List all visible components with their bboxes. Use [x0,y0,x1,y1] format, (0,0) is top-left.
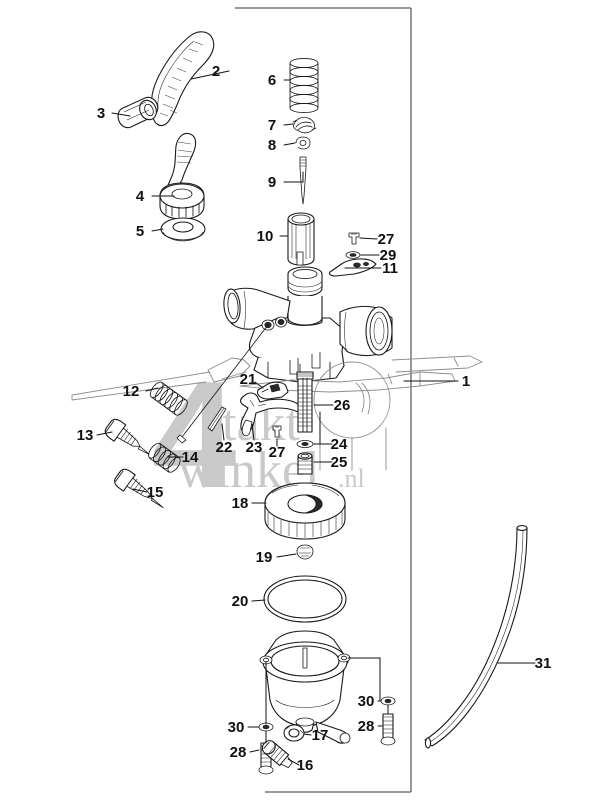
callout-number-2: 2 [212,63,220,80]
callout-number-28a: 28 [230,744,247,761]
part-19-float-valve-plug [296,544,314,560]
callout-number-31: 31 [535,655,552,672]
callout-number-12: 12 [123,383,140,400]
part-26-main-jet [296,371,314,433]
part-22-float-pivot-pin [207,406,227,432]
callout-number-10: 10 [257,228,274,245]
callout-number-26: 26 [334,397,351,414]
part-16-drain-screw [261,740,293,768]
callout-number-27a: 27 [378,231,395,248]
part-4-throttle-lever-knob [159,132,205,220]
part-18-float-ring [264,482,346,540]
part-11-cable-retainer-plate [328,258,377,277]
part-14-idle-screw-spring [148,442,181,473]
svg-text:4: 4 [152,350,237,520]
part-30b-washer-right [380,696,396,706]
part-30a-washer-left [258,722,274,732]
callout-number-25: 25 [331,454,348,471]
part-15-throttle-stop-screw [114,468,164,509]
callout-number-13: 13 [77,427,94,444]
part-17-drain-screw-gasket [283,724,305,742]
callout-number-27b: 27 [269,444,286,461]
part-27-retainer-screw [348,232,360,245]
callout-number-23: 23 [246,439,263,456]
callout-number-16: 16 [297,757,314,774]
float-bowl-body [259,630,351,744]
callout-number-18: 18 [232,495,249,512]
part-5-washer-ring [160,217,206,242]
part-1-carburetor-body [71,287,483,471]
part-6-throttle-return-spring [289,57,319,114]
part-28b-bolt-right [380,713,396,746]
callout-number-30a: 30 [228,719,245,736]
callout-number-11: 11 [382,260,398,277]
part-24-main-jet-washer [296,439,314,448]
callout-number-22: 22 [216,439,233,456]
callout-number-30b: 30 [358,693,375,710]
part-7-spring-seat-washer [292,116,317,134]
part-13-pilot-air-screw [104,418,150,455]
callout-leaders [96,70,536,766]
part-12-pilot-screw-spring [149,381,188,416]
part-8-needle-clip [295,136,311,150]
callout-number-14: 14 [182,449,199,466]
diagram-frame [235,7,412,793]
callout-number-8: 8 [268,137,276,154]
callout-number-5: 5 [136,223,144,240]
svg-text:.nl: .nl [338,464,365,493]
callout-number-15: 15 [147,484,164,501]
callout-number-28b: 28 [358,718,375,735]
callout-number-7: 7 [268,117,276,134]
callout-number-9: 9 [268,174,276,191]
part-29-retainer-washer [345,251,361,259]
part-27b-retainer-screw-lower [272,425,282,438]
callout-number-6: 6 [268,72,276,89]
callout-number-19: 19 [256,549,273,566]
callout-number-21: 21 [240,371,257,388]
part-10-throttle-slide [287,212,315,266]
callout-number-1: 1 [462,373,470,390]
part-25-jet-holder [297,452,313,475]
part-23-float-arm [239,392,305,437]
part-31-fuel-overflow-hose [424,525,528,749]
callout-number-4: 4 [136,188,145,205]
part-3-lever-sleeve [117,96,159,129]
part-20-float-bowl-o-ring [263,575,347,623]
callout-number-24: 24 [331,436,348,453]
callout-number-17: 17 [312,727,329,744]
part-2-choke-lever-grip [150,31,215,127]
part-10-slide-ring [287,266,323,297]
callout-number-3: 3 [97,105,105,122]
callout-number-20: 20 [232,593,249,610]
part-21-cable-guide-bracket [257,381,289,400]
callout-number-29: 29 [380,247,397,264]
